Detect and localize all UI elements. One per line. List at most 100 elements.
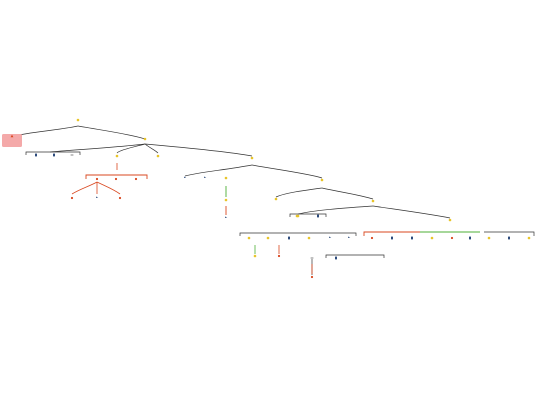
edge-root-note [13,125,79,137]
bottom-sub-0[interactable] [253,254,257,258]
edge-level1-yellow [144,143,159,154]
doc-icon [335,256,337,260]
bottom-row-3[interactable] [307,236,311,240]
edge-mid-children [184,164,253,177]
red-sub-item-0[interactable] [70,196,74,200]
bottom-sub-1[interactable] [277,254,281,258]
bulb-icon [371,199,375,203]
right-sub[interactable] [274,197,278,201]
nodes [35,118,531,279]
bottom-sub-2[interactable] [310,257,314,259]
red-bracket [85,174,148,179]
warning-icon [10,134,14,138]
red-group-parent[interactable] [115,154,119,158]
warning-note-bg [2,134,22,147]
x-icon [134,177,138,181]
far-right-item-5[interactable] [469,236,471,240]
right-sub2[interactable] [371,199,375,203]
left-child-2[interactable] [70,154,74,156]
flag-icon [329,236,332,240]
flag-icon [348,236,351,240]
bulb-icon [274,197,278,201]
bottom-sub-3[interactable] [310,275,314,279]
x-icon [370,236,374,240]
edge-farright-bracket [484,231,535,236]
lower-mid-child-1[interactable] [317,214,319,218]
red-group-item-1[interactable] [114,177,118,181]
bottom-row-2[interactable] [288,236,290,240]
edge-root-level1 [77,125,146,140]
bulb-icon [253,254,257,258]
bulb-icon [430,236,434,240]
bulb-icon [224,176,228,180]
x-icon [114,177,118,181]
bulb-icon [143,137,147,141]
bulb-icon [295,214,299,218]
x-icon [118,196,122,200]
warning-note[interactable] [2,134,22,147]
far-right-item-6[interactable] [487,236,491,240]
red-far-bracket [363,231,420,236]
bulb-icon [487,236,491,240]
bottom-row-4[interactable] [329,236,332,240]
bulb-icon [224,198,228,202]
x-icon [310,275,314,279]
bulb-icon [156,154,160,158]
far-right-item-2[interactable] [411,236,413,240]
edge-level1-left [49,143,146,153]
doc-icon [411,236,413,240]
lower-mid-child-0[interactable] [295,214,299,218]
red-edge-a [71,181,98,195]
left-bracket [25,151,81,155]
mid-child-2[interactable] [224,176,228,180]
edge-level1-mid [144,143,253,157]
doc-icon [469,236,471,240]
dash-icon [310,257,314,259]
doc-icon [508,236,510,240]
bulb-icon [115,154,119,158]
bottom-sub-4[interactable] [335,256,337,260]
left-child-1[interactable] [53,153,55,157]
yellow-node[interactable] [156,154,160,158]
right-parent[interactable] [320,178,324,182]
bottom-row-1[interactable] [266,236,270,240]
bulb-icon [250,156,254,160]
red-sub-item-1[interactable] [96,196,99,200]
left-child-0[interactable] [35,153,37,157]
far-right-item-3[interactable] [430,236,434,240]
doc-icon [53,153,55,157]
doc-icon [391,236,393,240]
x-icon [277,254,281,258]
green-chain-0[interactable] [224,198,228,202]
red-group-item-0[interactable] [95,177,99,181]
bulb-icon [448,218,452,222]
far-right-item-8[interactable] [527,236,531,240]
level1-node[interactable] [143,137,147,141]
doc-icon [288,236,290,240]
edge-right-sub2 [321,187,374,200]
bottom-row-0[interactable] [247,236,251,240]
red-group-item-2[interactable] [134,177,138,181]
red-edge-c [96,181,121,195]
edge-sub2-farright [372,205,451,219]
far-right-item-4[interactable] [450,236,454,240]
doc-icon [317,214,319,218]
doc-icon [35,153,37,157]
red-sub-item-2[interactable] [118,196,122,200]
bottom-bracket [239,232,357,236]
root-node[interactable] [76,118,80,122]
bottom-row-5[interactable] [348,236,351,240]
mid-child-1[interactable] [204,176,207,180]
mid-parent[interactable] [250,156,254,160]
far-right-item-0[interactable] [370,236,374,240]
far-right-item-7[interactable] [508,236,510,240]
bulb-icon [307,236,311,240]
mid-child-0[interactable] [184,176,187,180]
bulb-icon [247,236,251,240]
green-chain-1[interactable] [225,216,228,220]
connectors [13,125,535,275]
far-right-item-1[interactable] [391,236,393,240]
edge-right-sub [275,187,323,198]
far-right-parent[interactable] [448,218,452,222]
